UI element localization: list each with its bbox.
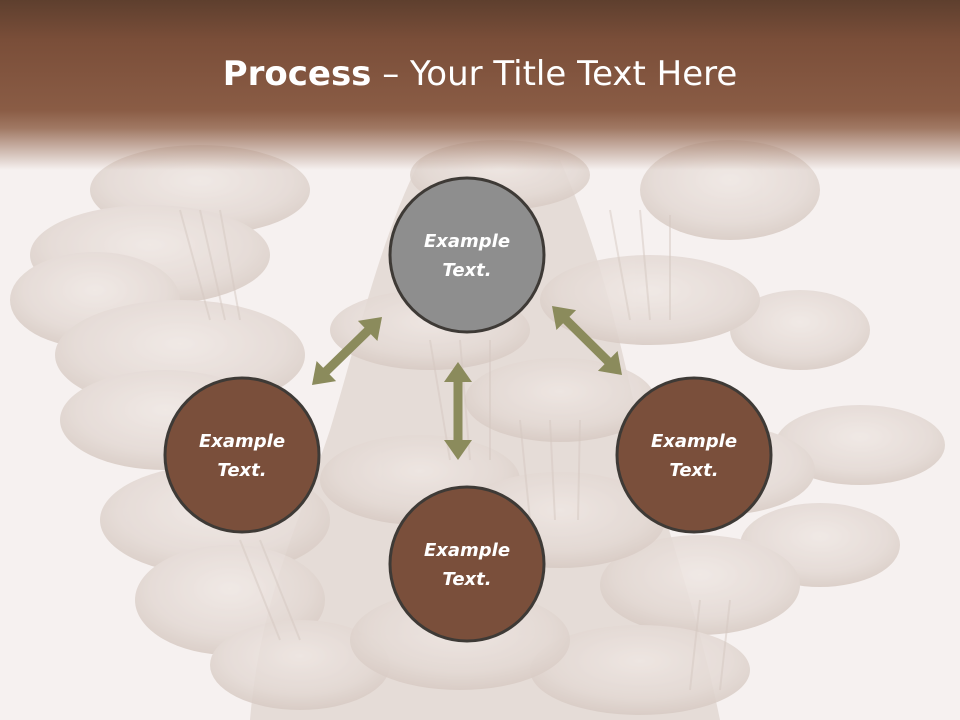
node-bottom-line1: Example <box>424 540 510 561</box>
node-top[interactable]: Example Text. <box>388 176 546 334</box>
node-left-line1: Example <box>199 431 285 452</box>
node-top-line2: Text. <box>442 260 491 281</box>
node-right-line2: Text. <box>669 460 718 481</box>
title-band <box>0 0 960 170</box>
slide-title: Process – Your Title Text Here <box>0 52 960 96</box>
arrow-left-top <box>312 317 382 385</box>
node-left[interactable]: Example Text. <box>163 376 321 534</box>
node-top-line1: Example <box>424 231 510 252</box>
node-left-line2: Text. <box>217 460 266 481</box>
slide-title-rest: – Your Title Text Here <box>371 54 738 94</box>
node-right[interactable]: Example Text. <box>615 376 773 534</box>
arrow-center-vertical <box>444 362 472 460</box>
slide-title-bold: Process <box>222 54 372 94</box>
node-bottom-line2: Text. <box>442 569 491 590</box>
node-bottom[interactable]: Example Text. <box>388 485 546 643</box>
arrow-top-right <box>552 306 622 375</box>
node-right-line1: Example <box>651 431 737 452</box>
